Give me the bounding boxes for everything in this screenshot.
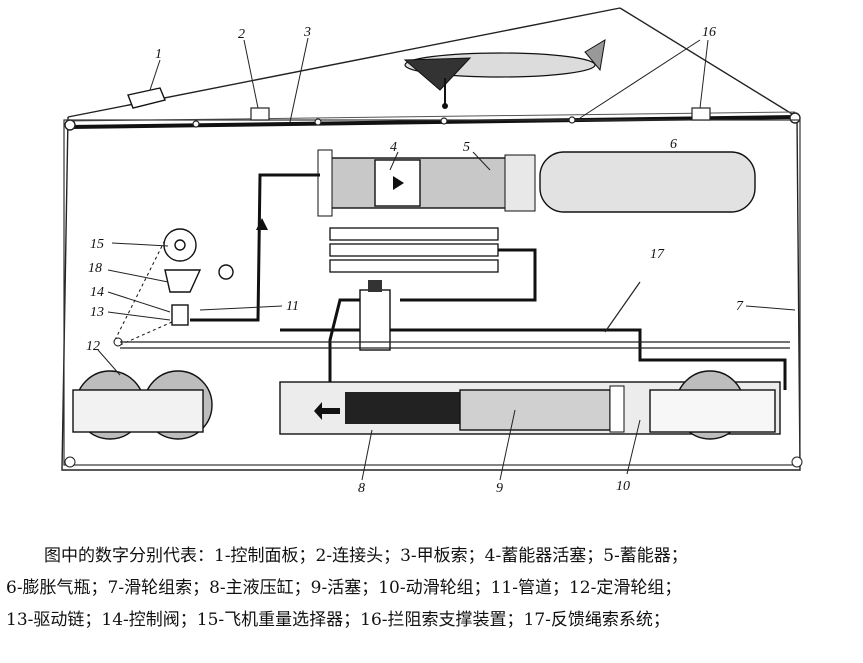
label-7: 7 <box>736 299 744 314</box>
label-13: 13 <box>90 305 104 320</box>
feedback-cable <box>120 281 790 349</box>
label-14: 14 <box>90 285 104 300</box>
label-2: 2 <box>238 27 245 42</box>
label-4: 4 <box>390 140 397 155</box>
label-12: 12 <box>86 339 100 354</box>
label-18: 18 <box>88 261 102 276</box>
label-16: 16 <box>702 25 716 40</box>
movable-sheave-set <box>649 370 776 440</box>
label-11: 11 <box>286 299 299 314</box>
control-panel <box>127 59 166 109</box>
label-1: 1 <box>155 47 162 62</box>
aircraft-icon <box>403 39 606 109</box>
caption-line-1: 图中的数字分别代表：1-控制面板；2-连接头；3-甲板索；4-蓄能器活塞；5-蓄… <box>44 546 688 566</box>
label-15: 15 <box>90 237 104 252</box>
control-valve-stand <box>359 280 391 351</box>
label-3: 3 <box>303 25 311 40</box>
deck-pendant-cable <box>64 111 801 131</box>
fixed-sheave-set <box>72 370 213 440</box>
caption-line-2: 6-膨胀气瓶；7-滑轮组索；8-主液压缸；9-活塞；10-动滑轮组；11-管道；… <box>6 578 682 598</box>
inner-frame <box>63 119 801 466</box>
drive-chain <box>114 239 173 346</box>
label-6: 6 <box>670 137 677 152</box>
label-9: 9 <box>496 481 503 496</box>
weight-selector <box>163 228 234 326</box>
leader-lines <box>97 37 796 481</box>
cable-support-devices <box>192 107 711 128</box>
diagram-labels: 1 2 3 4 5 6 7 8 9 10 11 12 13 14 15 16 1… <box>86 25 744 496</box>
piping <box>190 173 787 390</box>
manifold-coil <box>329 227 499 273</box>
label-10: 10 <box>616 479 630 494</box>
label-5: 5 <box>463 140 470 155</box>
accumulator <box>317 149 536 217</box>
figure-caption: 图中的数字分别代表：1-控制面板；2-连接头；3-甲板索；4-蓄能器活塞；5-蓄… <box>6 540 858 636</box>
gas-bottle <box>539 151 756 213</box>
main-cylinder <box>279 381 781 435</box>
label-17: 17 <box>650 247 665 262</box>
caption-line-3: 13-驱动链；14-控制阀；15-飞机重量选择器；16-拦阻索支撑装置；17-反… <box>6 610 670 630</box>
arresting-gear-diagram: 1 2 3 4 5 6 7 8 9 10 11 12 13 14 15 16 1… <box>61 7 803 496</box>
label-8: 8 <box>358 481 365 496</box>
